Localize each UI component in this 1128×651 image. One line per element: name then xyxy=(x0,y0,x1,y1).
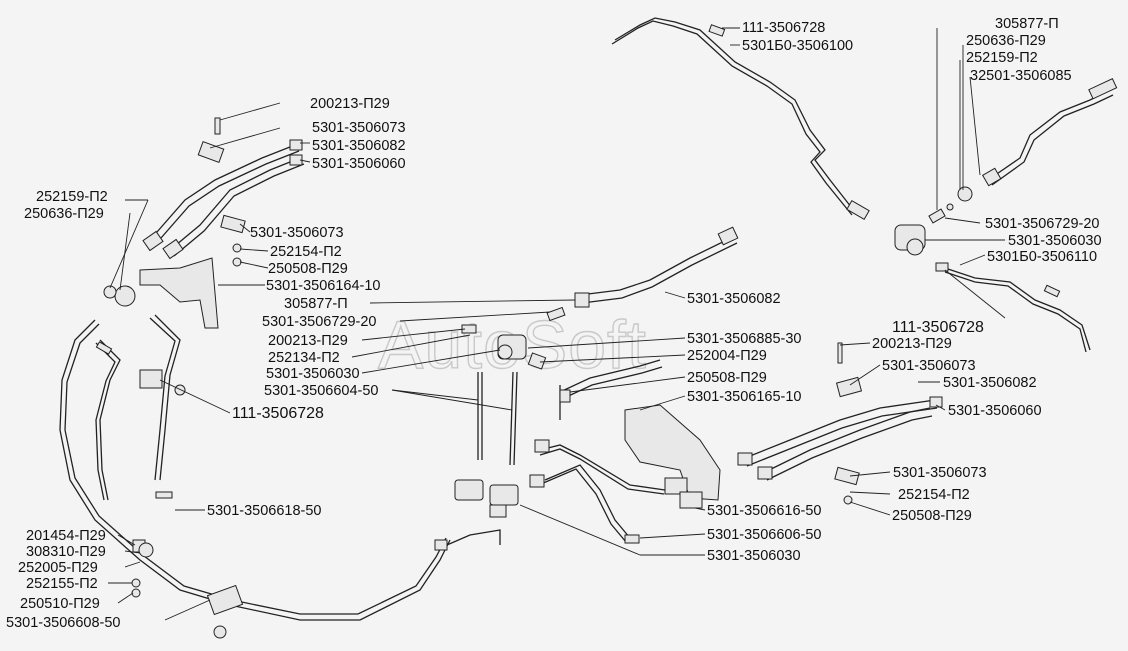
label-252155-p2: 252155-П2 xyxy=(26,576,98,592)
label-252159-p2-right: 252159-П2 xyxy=(966,50,1038,66)
label-5301-3506060-right: 5301-3506060 xyxy=(948,403,1042,419)
label-5301-3506608-50: 5301-3506608-50 xyxy=(6,615,121,631)
label-252154-p2-bottom: 252154-П2 xyxy=(898,487,970,503)
label-5301-3506073-top: 5301-3506073 xyxy=(312,120,406,136)
label-5301-3506073-mid: 5301-3506073 xyxy=(250,225,344,241)
label-5301b0-3506110: 5301Б0-3506110 xyxy=(987,249,1097,265)
label-5301-3506618-50: 5301-3506618-50 xyxy=(207,503,322,519)
label-5301-3506030-mid: 5301-3506030 xyxy=(266,366,360,382)
label-5301-3506030-right: 5301-3506030 xyxy=(1008,233,1102,249)
label-5301b0-3506100: 5301Б0-3506100 xyxy=(742,38,853,54)
label-5301-3506729-20-mid: 5301-3506729-20 xyxy=(262,314,377,330)
label-250508-p29-mid: 250508-П29 xyxy=(268,261,348,277)
label-305877-p-top: 305877-П xyxy=(995,16,1059,32)
label-250508-p29-center: 250508-П29 xyxy=(687,370,767,386)
label-5301-3506030-bottom: 5301-3506030 xyxy=(707,548,801,564)
label-111-3506728-top: 111-3506728 xyxy=(742,20,825,36)
label-5301-3506616-50: 5301-3506616-50 xyxy=(707,503,822,519)
brake-tubes xyxy=(59,17,1114,621)
label-250636-p29-right: 250636-П29 xyxy=(966,33,1046,49)
label-252004-p29: 252004-П29 xyxy=(687,348,767,364)
label-252134-p2: 252134-П2 xyxy=(268,350,340,366)
label-5301-3506073-bottom: 5301-3506073 xyxy=(893,465,987,481)
label-5301-3506165-10: 5301-3506165-10 xyxy=(687,389,802,405)
label-32501-3506085: 32501-3506085 xyxy=(970,68,1072,84)
label-201454-p29: 201454-П29 xyxy=(26,528,106,544)
label-5301-3506073-right: 5301-3506073 xyxy=(882,358,976,374)
label-250508-p29-bottom: 250508-П29 xyxy=(892,508,972,524)
label-200213-p29-right: 200213-П29 xyxy=(872,336,952,352)
label-200213-p29-mid: 200213-П29 xyxy=(268,333,348,349)
brake-parts xyxy=(95,24,1118,639)
label-5301-3506885-30: 5301-3506885-30 xyxy=(687,331,802,347)
label-5301-3506082-right: 5301-3506082 xyxy=(943,375,1037,391)
label-5301-3506604-50: 5301-3506604-50 xyxy=(264,383,379,399)
label-250636-p29-left: 250636-П29 xyxy=(24,206,104,222)
label-111-3506728-right: 111-3506728 xyxy=(892,319,984,336)
label-200213-p29-top: 200213-П29 xyxy=(310,96,390,112)
label-308310-p29: 308310-П29 xyxy=(26,544,106,560)
leader-lines xyxy=(108,27,1006,621)
label-5301-3506082-top: 5301-3506082 xyxy=(312,138,406,154)
label-252159-p2-left: 252159-П2 xyxy=(36,189,108,205)
label-5301-3506606-50: 5301-3506606-50 xyxy=(707,527,822,543)
label-5301-3506082-center: 5301-3506082 xyxy=(687,291,781,307)
label-305877-p-mid: 305877-П xyxy=(284,296,348,312)
label-5301-3506164-10: 5301-3506164-10 xyxy=(266,278,381,294)
label-252005-p29: 252005-П29 xyxy=(18,560,98,576)
label-252154-p2-mid: 252154-П2 xyxy=(270,244,342,260)
label-250510-p29: 250510-П29 xyxy=(20,596,100,612)
label-5301-3506060-top: 5301-3506060 xyxy=(312,156,406,172)
label-5301-3506729-20-right: 5301-3506729-20 xyxy=(985,216,1100,232)
label-111-3506728-left: 111-3506728 xyxy=(232,405,324,422)
part-number-labels: 111-3506728 5301Б0-3506100 305877-П 2506… xyxy=(6,16,1102,631)
